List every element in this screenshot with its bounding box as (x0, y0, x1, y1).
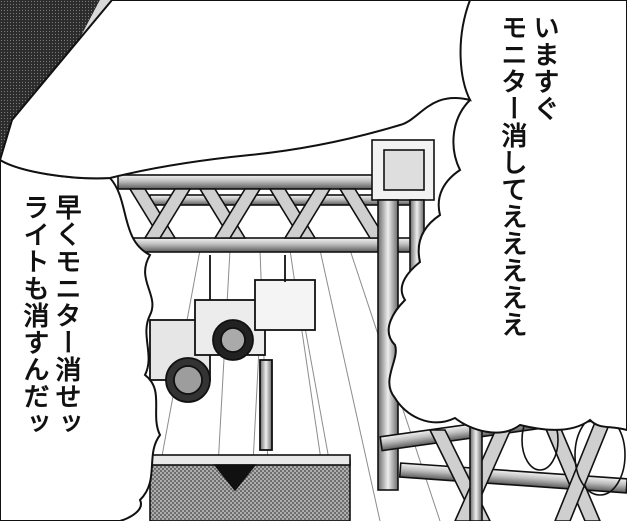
stage-lights (149, 255, 316, 451)
speech-text-left: 早くモニター消せッ ライトも消すんだッ (18, 194, 82, 437)
speech-text-right: いますぐ モニター消してえええええ (496, 14, 560, 338)
speech-right-line-1: いますぐ (529, 14, 559, 122)
speech-bubble-right (387, 0, 627, 434)
upper-truss (117, 174, 419, 253)
speech-left-line-2: ライトも消すんだッ (19, 194, 49, 437)
speech-bubble-top (0, 0, 472, 180)
speech-left-line-1: 早くモニター消せッ (51, 194, 81, 437)
stage-block (149, 454, 351, 521)
speech-right-line-2: モニター消してえええええ (497, 14, 527, 338)
